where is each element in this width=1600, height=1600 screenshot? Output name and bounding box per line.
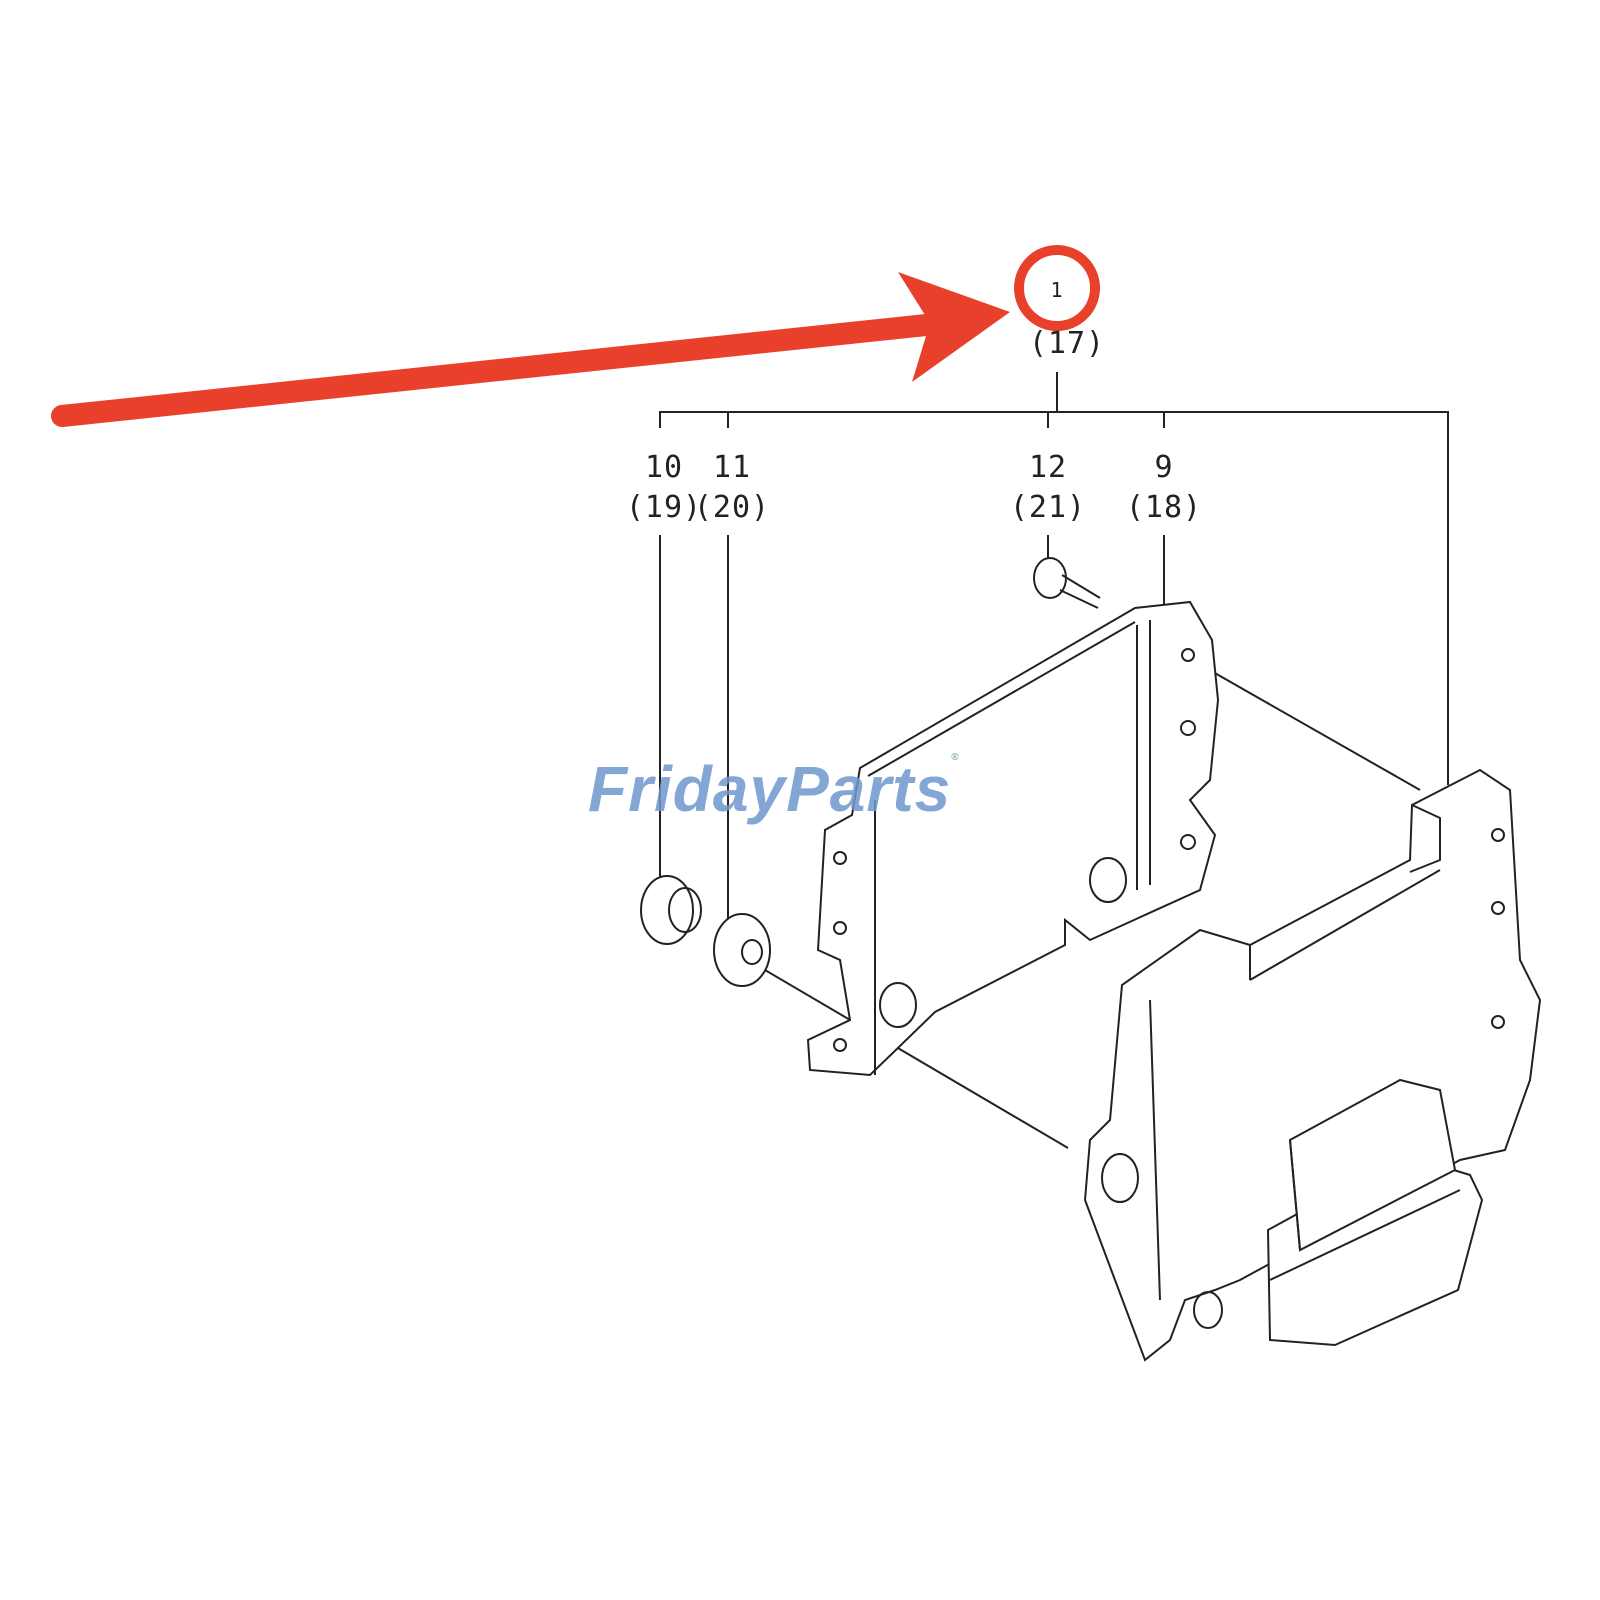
red-arrow-shaft	[51, 312, 956, 427]
ecu-housing	[1083, 768, 1542, 1362]
callout-part-12: 12	[1028, 450, 1068, 485]
fridayparts-watermark: FridayParts®	[588, 752, 960, 826]
grommet-10	[640, 875, 694, 945]
callout-ref-17: (17)	[1028, 326, 1106, 361]
red-arrowhead	[898, 272, 1010, 382]
callout-ref-18: (18)	[1125, 490, 1203, 525]
callout-part-11: 11	[712, 450, 752, 485]
callout-ref-20: (20)	[693, 490, 771, 525]
callout-part-10: 10	[644, 450, 684, 485]
bracket-plate	[806, 600, 1220, 1077]
callout-ref-21: (21)	[1009, 490, 1087, 525]
callout-part-9: 9	[1154, 450, 1174, 485]
leader-bracket	[659, 411, 1449, 785]
callout-ref-19: (19)	[625, 490, 703, 525]
callout-part-1: 1	[1050, 278, 1064, 302]
registered-mark: ®	[951, 752, 960, 763]
bolt-12	[1033, 557, 1067, 599]
watermark-text: FridayParts	[588, 753, 952, 825]
red-annotation	[51, 245, 1100, 427]
red-highlight-circle	[1014, 245, 1100, 331]
